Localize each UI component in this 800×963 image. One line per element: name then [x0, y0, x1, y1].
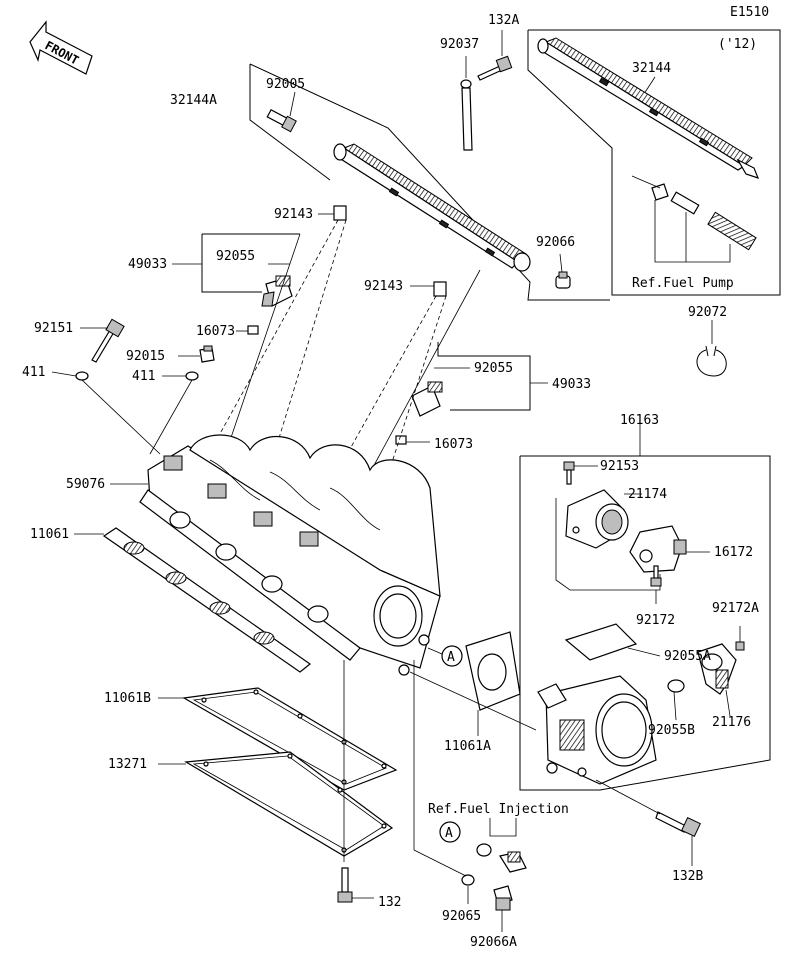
- oring-16073-b: [395, 435, 407, 445]
- callout-a-manifold: A: [441, 645, 463, 667]
- label-21174: 21174: [628, 487, 667, 502]
- sensor-21176: [697, 643, 737, 695]
- label-16073-b: 16073: [434, 437, 473, 452]
- label-92055-b: 92055: [474, 361, 513, 376]
- fitting-92005: [266, 108, 297, 133]
- label-132A: 132A: [488, 13, 519, 28]
- inset-fuel-rail-12: ('12) 32144 Ref.Fuel Pump: [527, 29, 781, 296]
- label-92072: 92072: [688, 305, 727, 320]
- label-92055B: 92055B: [648, 723, 695, 738]
- svg-text:A: A: [447, 650, 455, 665]
- label-92066: 92066: [536, 235, 575, 250]
- label-92151: 92151: [34, 321, 73, 336]
- bolt-132B: [655, 811, 701, 837]
- svg-text:A: A: [445, 826, 453, 841]
- ref-fuel-injection-note: Ref.Fuel Injection: [428, 802, 569, 817]
- label-132B: 132B: [672, 869, 703, 884]
- label-92143-b: 92143: [364, 279, 403, 294]
- sensor-bracket-21174: [565, 489, 629, 549]
- gasket-11061: [102, 527, 312, 673]
- bolt-132A: [477, 55, 513, 81]
- label-32144A: 32144A: [170, 93, 217, 108]
- label-92055A: 92055A: [664, 649, 711, 664]
- label-92065: 92065: [442, 909, 481, 924]
- plug-92066A: [493, 885, 513, 911]
- label-49033-b: 49033: [552, 377, 591, 392]
- fuel-pump-small-parts: [651, 183, 757, 251]
- oring-92055B: [667, 679, 685, 693]
- label-92015: 92015: [126, 349, 165, 364]
- label-92005: 92005: [266, 77, 305, 92]
- intake-manifold-59076: [139, 434, 441, 676]
- label-92037: 92037: [440, 37, 479, 52]
- label-132: 132: [378, 895, 401, 910]
- gasket-11061A: [465, 631, 521, 711]
- label-11061: 11061: [30, 527, 69, 542]
- clamp-92072: [696, 345, 727, 377]
- label-49033-a: 49033: [128, 257, 167, 272]
- fuel-rail-12-part: [537, 37, 760, 179]
- clip-411-a: [75, 371, 89, 381]
- washer-injection: [476, 843, 492, 857]
- label-16163: 16163: [620, 413, 659, 428]
- label-16172: 16172: [714, 545, 753, 560]
- oring-92143-b: [433, 281, 447, 297]
- label-92055-a: 92055: [216, 249, 255, 264]
- front-arrow-icon: FRONT: [29, 20, 93, 75]
- figure-code: E1510: [730, 5, 769, 20]
- callout-a-injection: A: [439, 821, 461, 843]
- label-411-b: 411: [132, 369, 155, 384]
- nut-92015: [199, 345, 215, 363]
- label-21176: 21176: [712, 715, 751, 730]
- clamp-92037: [460, 79, 473, 151]
- fuel-rail-main-part: [333, 143, 531, 272]
- gasket-92055A: [564, 623, 638, 661]
- injector-49033-b: [411, 381, 443, 417]
- bolt-132: [337, 867, 353, 903]
- label-92066A: 92066A: [470, 935, 517, 950]
- label-411-a: 411: [22, 365, 45, 380]
- cap-92066: [555, 271, 571, 289]
- throttle-body: [537, 675, 657, 785]
- label-16073-a: 16073: [196, 324, 235, 339]
- oring-92143-a: [333, 205, 347, 221]
- label-92153: 92153: [600, 459, 639, 474]
- label-32144: 32144: [632, 61, 671, 76]
- clip-411-b: [185, 371, 199, 381]
- plate-13271: [184, 751, 394, 857]
- inset-year-note: ('12): [718, 37, 757, 52]
- screw-92172: [650, 565, 662, 587]
- washer-92065: [461, 874, 475, 886]
- valve-16172: [629, 525, 687, 573]
- label-92172A: 92172A: [712, 601, 759, 616]
- label-92143-a: 92143: [274, 207, 313, 222]
- label-11061A: 11061A: [444, 739, 491, 754]
- screw-92172A: [735, 626, 745, 651]
- sensor-injection-fitting: [499, 851, 527, 873]
- label-13271: 13271: [108, 757, 147, 772]
- bolt-92151: [91, 318, 125, 363]
- label-92172: 92172: [636, 613, 675, 628]
- oring-16073-a: [247, 325, 259, 335]
- label-59076: 59076: [66, 477, 105, 492]
- screw-92153: [563, 461, 575, 485]
- ref-fuel-pump-note: Ref.Fuel Pump: [632, 276, 734, 291]
- injector-49033-a: [261, 275, 293, 307]
- label-11061B: 11061B: [104, 691, 151, 706]
